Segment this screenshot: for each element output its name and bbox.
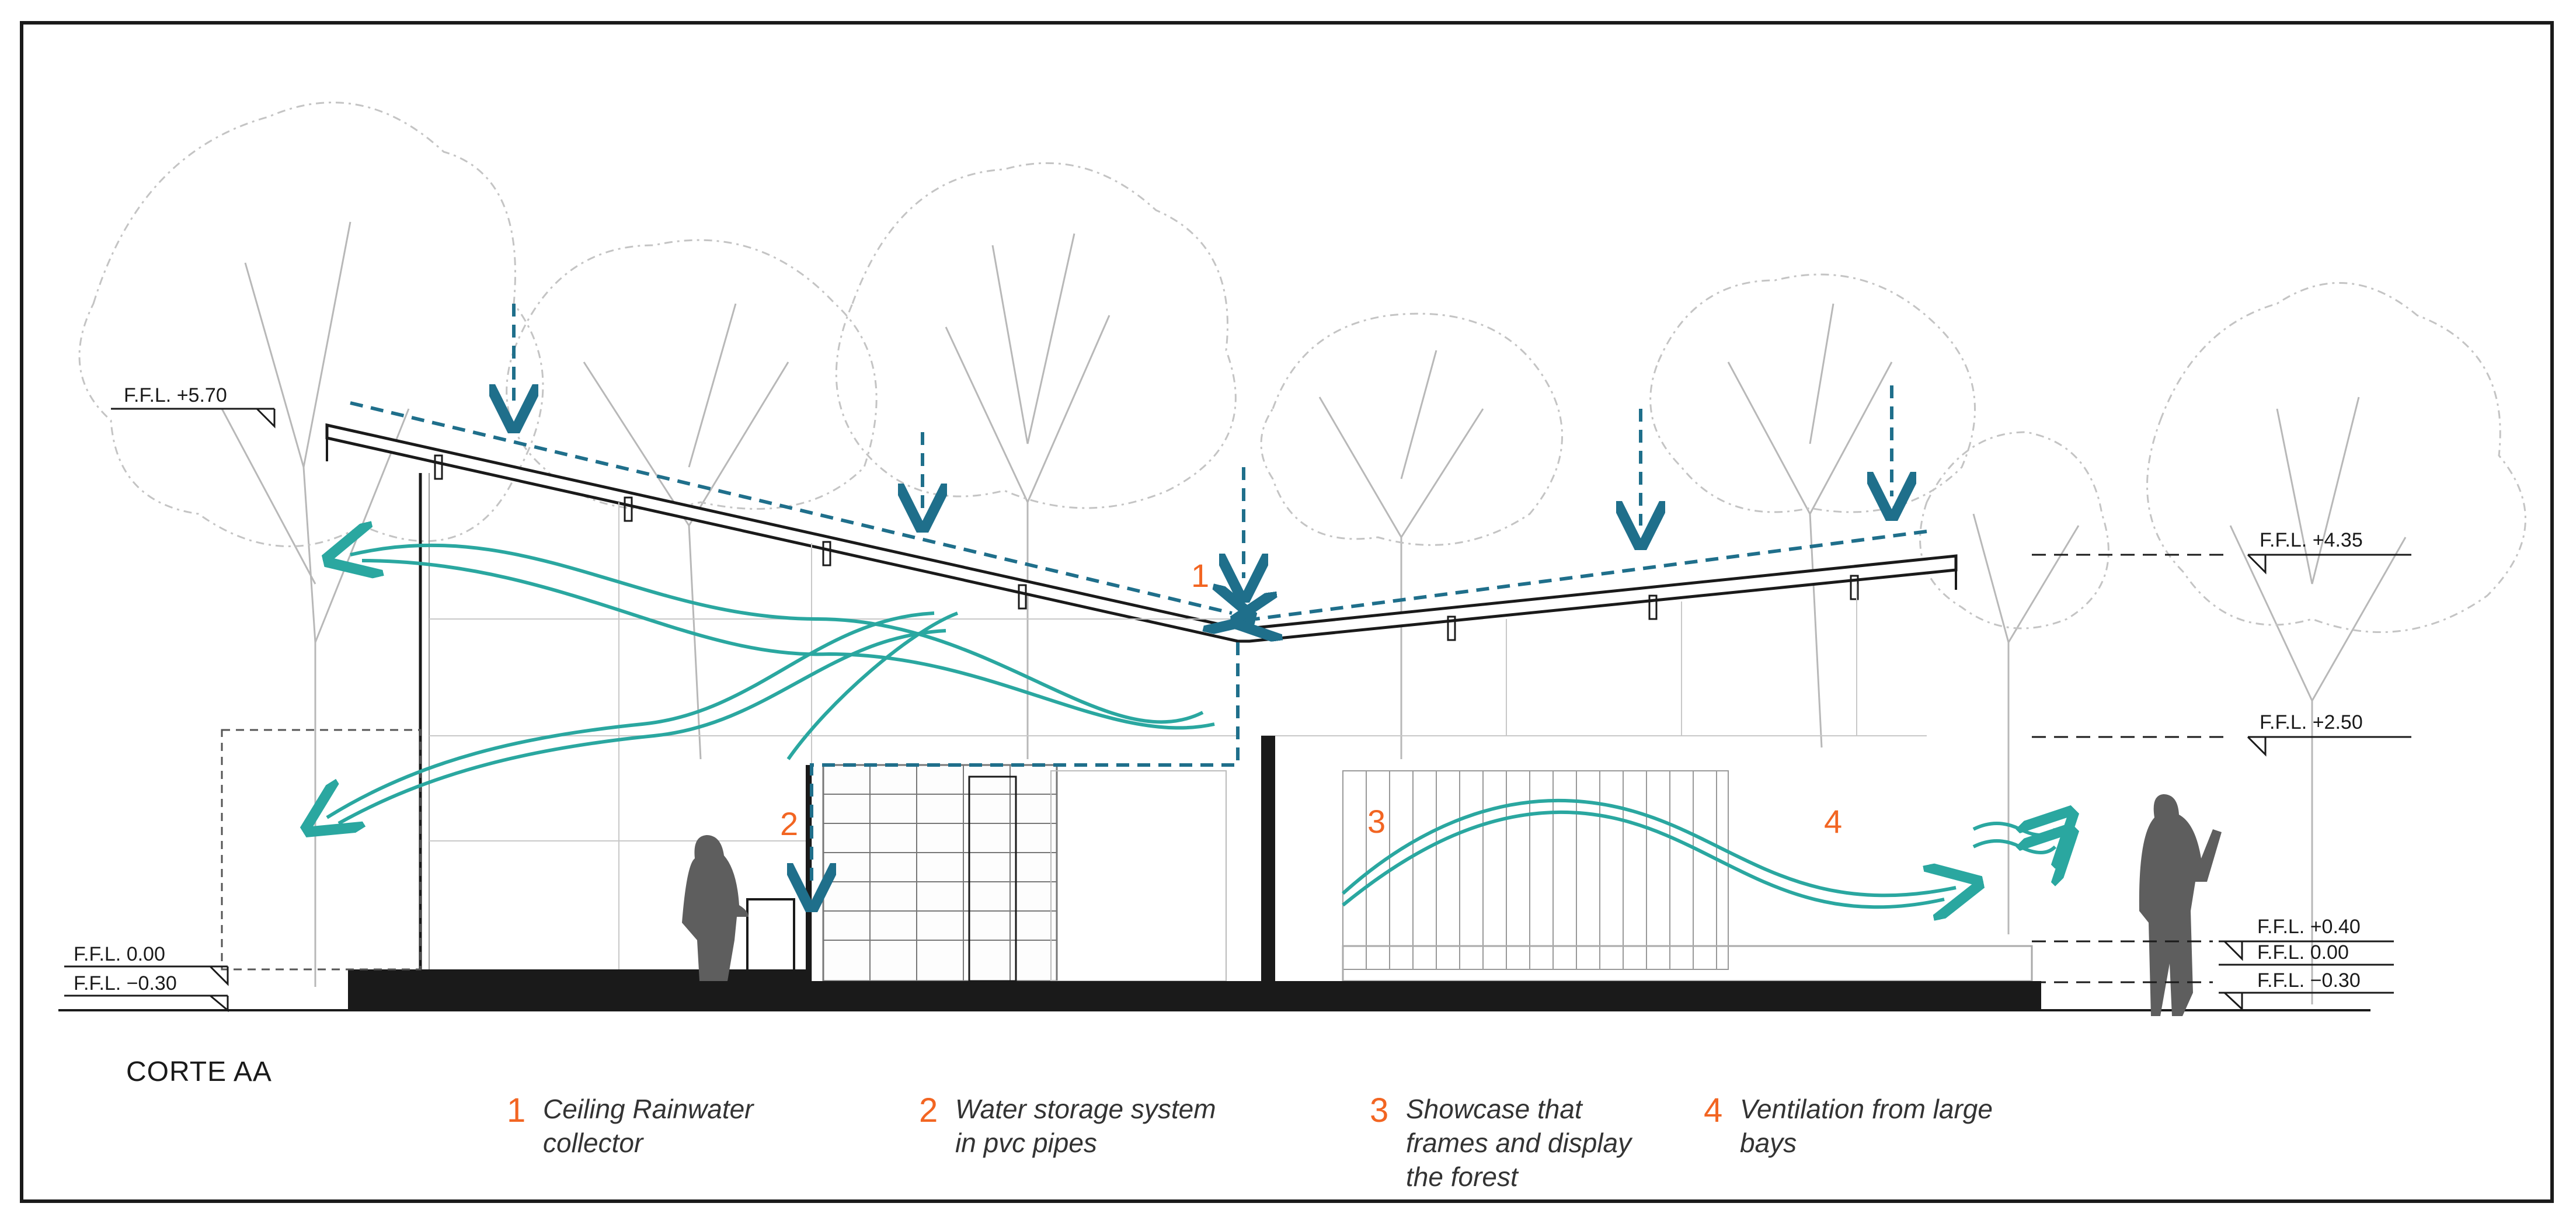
legend-text: Ventilation from large bays [1740, 1094, 1993, 1158]
section-title: CORTE AA [126, 1056, 272, 1087]
legend-item-2: 2 Water storage system in pvc pipes [919, 1092, 1282, 1160]
water-tank [746, 898, 795, 982]
level-left-mid: F.F.L. 0.00 [74, 943, 165, 965]
level-right-low: F.F.L. −0.30 [2257, 969, 2361, 992]
showcase-slats [1342, 770, 1729, 970]
person-right [2139, 794, 2222, 1016]
tree-3 [835, 162, 1237, 759]
level-markers-left: F.F.L. +5.70 F.F.L. 0.00 F.F.L. −0.30 [64, 384, 276, 1013]
rainwater-arrows [350, 304, 1927, 888]
level-markers-right: F.F.L. +4.35 F.F.L. +2.50 F.F.L. +0.40 F… [2032, 529, 2411, 1011]
marker-3: 3 [1367, 803, 1386, 840]
interior-lines [429, 502, 1927, 981]
person-left [682, 835, 749, 981]
roof-purlins [434, 454, 1859, 641]
level-right-mid: F.F.L. +0.40 [2257, 916, 2361, 938]
legend-item-3: 3 Showcase that frames and display the f… [1370, 1092, 1733, 1194]
legend-text: Showcase that frames and display the for… [1406, 1094, 1632, 1192]
legend-num: 4 [1704, 1091, 1723, 1129]
legend-item-1: 1 Ceiling Rainwater collector [507, 1092, 870, 1160]
legend-item-4: 4 Ventilation from large bays [1704, 1092, 2067, 1160]
center-column [1261, 736, 1275, 981]
marker-2: 2 [780, 805, 798, 842]
tree-4 [1260, 312, 1563, 759]
level-left-top: F.F.L. +5.70 [124, 384, 227, 406]
tree-2 [506, 239, 878, 760]
legend-num: 1 [507, 1091, 526, 1129]
legend-num: 2 [919, 1091, 938, 1129]
block-wall [822, 764, 1058, 982]
level-right-top: F.F.L. +4.35 [2260, 529, 2363, 551]
butterfly-roof [325, 423, 1958, 643]
air-flow-ribbons [327, 545, 2055, 907]
tree-1 [78, 102, 544, 987]
people [682, 794, 2222, 1016]
marker-1: 1 [1191, 557, 1209, 594]
legend-text: Water storage system in pvc pipes [955, 1094, 1216, 1158]
numbered-markers: 1 2 3 4 [780, 557, 1842, 842]
tree-7 [2146, 282, 2526, 1004]
building-structure [58, 423, 2370, 1011]
tree-6 [1919, 431, 2109, 934]
level-right-zero: F.F.L. 0.00 [2257, 941, 2349, 964]
marker-4: 4 [1824, 803, 1842, 840]
level-left-low: F.F.L. −0.30 [74, 972, 177, 994]
tree-5 [1649, 273, 1976, 748]
level-right-upper: F.F.L. +2.50 [2260, 711, 2363, 733]
legend-num: 3 [1370, 1091, 1389, 1129]
legend-text: Ceiling Rainwater collector [543, 1094, 754, 1158]
